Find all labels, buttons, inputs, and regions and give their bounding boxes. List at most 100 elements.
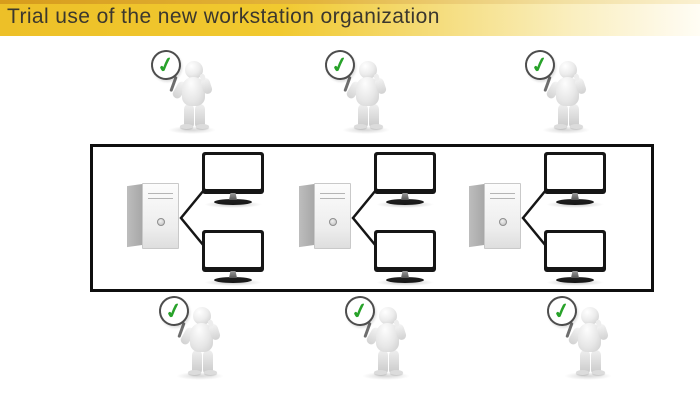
figure-shadow [168,126,216,134]
tower-power-button [498,218,507,226]
connector-lines [521,188,548,248]
check-icon: ✓ [528,51,551,79]
figure-leg [569,104,583,129]
figure-leg [195,104,209,129]
check-icon: ✓ [328,51,351,79]
tower-drive-bay [320,198,345,199]
computer-tower [299,182,351,250]
monitor-screen [547,233,603,267]
monitor-bottom [374,230,436,286]
page-title: Trial use of the new workstation organiz… [7,5,440,28]
monitor-shadow [204,201,262,208]
monitor-stand-base [214,199,252,205]
monitor-shadow [546,279,604,286]
tower-drive-bay [148,198,173,199]
monitor-stand-neck [229,193,237,200]
figure-shadow [564,372,612,380]
monitor-stand-neck [401,271,409,278]
monitor-shadow [546,201,604,208]
monitor-bottom [544,230,606,286]
figure-head [379,307,397,325]
monitor-screen [205,155,261,189]
tower-front-face [314,183,351,249]
figure-leg [374,350,388,375]
check-icon: ✓ [348,297,371,325]
connector-lines [351,188,378,248]
monitor-screen [547,155,603,189]
tower-power-button [328,218,337,226]
tower-power-button [156,218,165,226]
approval-figure-bottom-3: ✓ [545,294,624,382]
figure-leg [554,104,568,129]
tower-side-face [127,183,143,248]
figure-leg [369,104,383,129]
approval-figure-bottom-1: ✓ [157,294,236,382]
check-sign: ✓ [343,294,377,328]
check-sign: ✓ [157,294,191,328]
figure-torso [182,77,205,106]
check-sign: ✓ [149,48,183,82]
check-sign: ✓ [323,48,357,82]
figure-leg [591,350,605,375]
monitor-stand-base [556,277,594,283]
figure-leg [180,104,194,129]
monitor-shadow [204,279,262,286]
approval-figure-top-3: ✓ [523,48,602,136]
tower-drive-bay [490,198,515,199]
figure-leg [354,104,368,129]
monitor-top [374,152,436,208]
monitor-screen [377,233,433,267]
figure-shadow [176,372,224,380]
check-sign: ✓ [545,294,579,328]
title-bar-accent [0,0,700,4]
figure-head [581,307,599,325]
tower-drive-bay [320,193,345,194]
figure-torso [578,323,601,352]
monitor-stand-base [386,199,424,205]
monitor-frame [374,152,436,194]
figure-head [559,61,577,79]
check-sign: ✓ [523,48,557,82]
monitor-shadow [376,279,434,286]
figure-torso [376,323,399,352]
workstation-group-1 [126,152,264,286]
monitor-stand-base [386,277,424,283]
monitor-stand-base [214,277,252,283]
figure-leg [203,350,217,375]
monitor-top [202,152,264,208]
tower-drive-bay [490,193,515,194]
title-bar: Trial use of the new workstation organiz… [0,0,700,36]
figure-head [193,307,211,325]
figure-torso [190,323,213,352]
workstation-box [90,144,654,292]
tower-side-face [299,183,315,248]
monitor-frame [202,230,264,272]
workstation-group-2 [298,152,436,286]
monitor-stand-base [556,199,594,205]
tower-side-face [469,183,485,248]
approval-figure-top-1: ✓ [149,48,228,136]
monitor-bottom [202,230,264,286]
figure-shadow [342,126,390,134]
tower-drive-bay [148,193,173,194]
monitor-frame [544,230,606,272]
monitor-frame [374,230,436,272]
figure-leg [389,350,403,375]
monitor-screen [377,155,433,189]
figure-torso [556,77,579,106]
figure-head [185,61,203,79]
check-icon: ✓ [162,297,185,325]
monitor-stand-neck [229,271,237,278]
monitor-stand-neck [401,193,409,200]
connector-lines [179,188,206,248]
monitor-stand-neck [571,193,579,200]
figure-leg [576,350,590,375]
monitor-top [544,152,606,208]
computer-tower [127,182,179,250]
computer-tower [469,182,521,250]
figure-head [359,61,377,79]
workstation-group-3 [468,152,606,286]
monitor-stand-neck [571,271,579,278]
tower-front-face [142,183,179,249]
